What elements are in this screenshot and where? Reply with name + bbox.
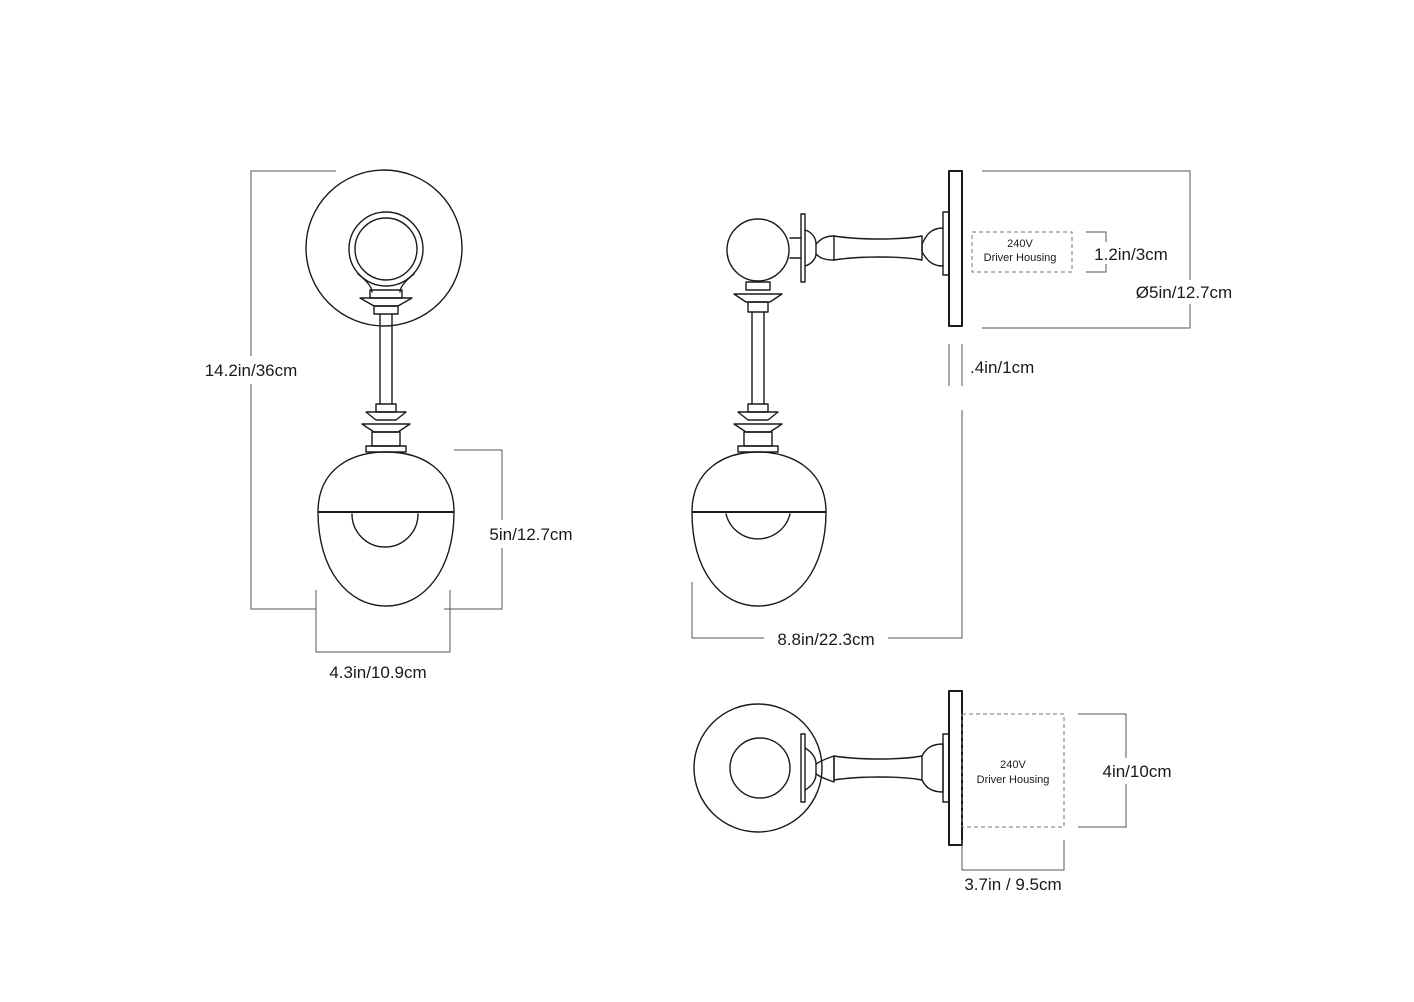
front-stem (379, 313, 393, 405)
front-ring-outer (348, 211, 424, 287)
front-height-label: 14.2in/36cm (205, 361, 298, 380)
front-shade-height-label: 5in/12.7cm (489, 525, 572, 544)
top-driver-housing-label: Driver Housing (977, 774, 1050, 786)
top-housing-width-label: 3.7in / 9.5cm (964, 875, 1061, 894)
front-shade (317, 451, 455, 607)
front-backplate (305, 169, 463, 327)
side-projection-label: 8.8in/22.3cm (777, 630, 874, 649)
top-backplate[interactable] (948, 690, 963, 846)
front-view: 14.2in/36cm 5in/12.7cm 4.3in/10.9cm (194, 169, 582, 682)
front-ring-inner (354, 217, 418, 281)
front-knuckle-top (369, 289, 403, 299)
side-driver-voltage: 240V (1007, 238, 1033, 250)
top-driver-voltage: 240V (1000, 759, 1026, 771)
side-backplate-diameter-label: Ø5in/12.7cm (1136, 283, 1232, 302)
side-view: 240V Driver Housing 1.2in/3cm Ø5in/12.7c… (691, 170, 1242, 650)
side-backplate-thickness-label: .4in/1cm (970, 358, 1034, 377)
top-driver-housing (961, 713, 1065, 828)
top-view: 240V Driver Housing 4in/10cm 3.7in / 9.5… (693, 690, 1178, 894)
side-housing-depth-label: 1.2in/3cm (1094, 245, 1168, 264)
top-shade (693, 703, 823, 833)
top-ball (729, 737, 791, 799)
side-driver-housing-label: Driver Housing (984, 252, 1057, 264)
side-stem (751, 311, 765, 405)
side-ball (726, 218, 790, 282)
top-arm (833, 755, 923, 781)
side-backplate[interactable] (948, 170, 963, 327)
front-bulb (351, 513, 419, 548)
front-shade-width-label: 4.3in/10.9cm (329, 663, 426, 682)
top-housing-height-label: 4in/10cm (1103, 762, 1172, 781)
side-arm (833, 235, 923, 261)
side-bulb (725, 513, 791, 540)
side-driver-housing (971, 231, 1073, 273)
side-shade (691, 451, 827, 607)
